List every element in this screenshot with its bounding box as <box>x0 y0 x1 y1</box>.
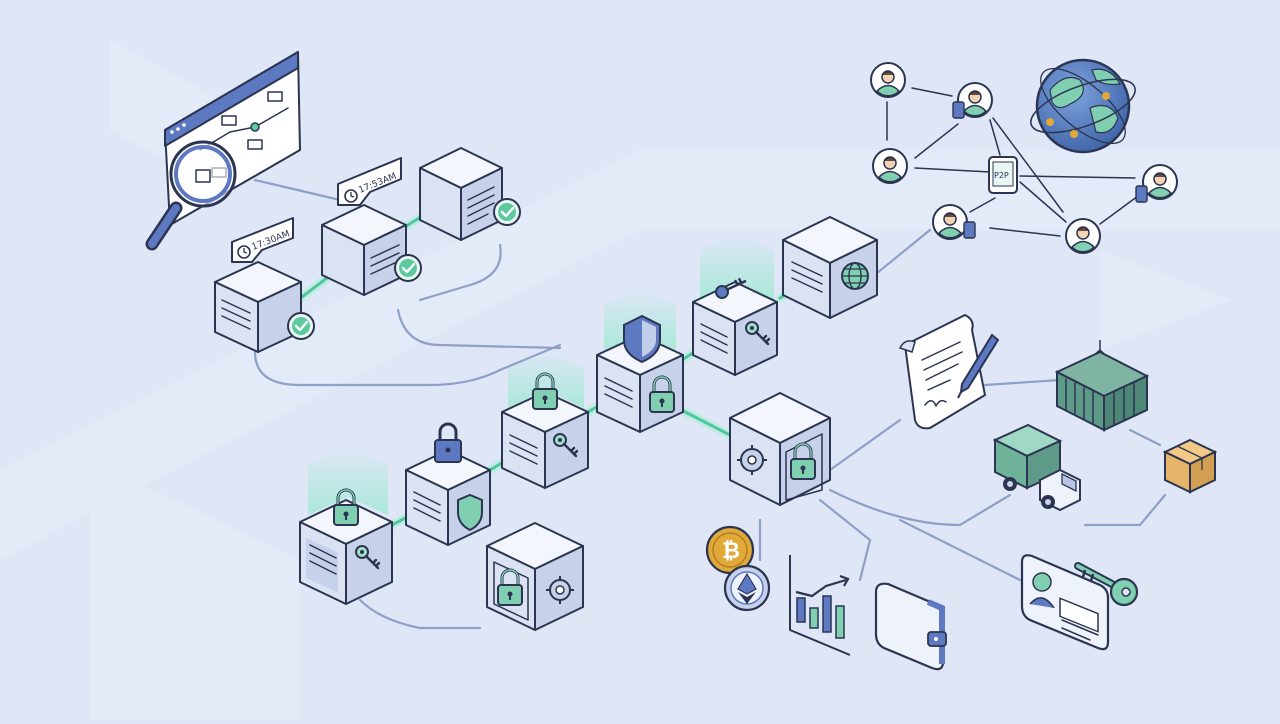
shield-cube <box>405 422 491 546</box>
contract-icon <box>898 313 987 430</box>
padlock-icon <box>434 422 462 463</box>
clock-icon <box>344 189 358 203</box>
clock-icon <box>237 245 251 259</box>
vault-cube-2 <box>729 392 831 506</box>
key-cube <box>692 233 778 376</box>
ethereum-icon <box>723 564 771 612</box>
person-icon <box>1142 164 1178 200</box>
globe-icon <box>841 262 869 290</box>
gear-icon <box>546 576 574 604</box>
tablet-icon <box>1135 185 1148 203</box>
globe-icon <box>1030 58 1136 154</box>
lock-cube-2 <box>501 350 589 489</box>
checkmark-icon <box>286 311 316 341</box>
document-block <box>419 147 522 241</box>
key-icon <box>1074 562 1139 607</box>
tablet-icon <box>963 221 976 239</box>
shield-icon <box>457 493 483 532</box>
time-badge-1: 17:30AM <box>231 217 294 263</box>
vault-cube-1 <box>486 522 584 631</box>
network-connectors <box>253 178 1167 630</box>
shield-lock-cube <box>596 288 684 433</box>
pen-icon <box>957 333 1000 399</box>
person-icon <box>1065 218 1101 254</box>
timestamp-block-1 <box>214 261 316 353</box>
tablet-icon <box>952 101 965 119</box>
globe-cube <box>782 216 878 319</box>
svg-text:₿: ₿ <box>722 539 740 564</box>
p2p-network: P2P <box>870 62 1178 254</box>
timestamp-block-2 <box>321 204 423 296</box>
key-icon <box>715 277 747 299</box>
tablet-icon: P2P <box>988 156 1018 194</box>
wallet-icon <box>874 582 947 671</box>
person-icon <box>870 62 906 98</box>
time-badge-2: 17:53AM <box>337 157 402 206</box>
checkmark-icon <box>393 253 423 283</box>
shield-icon <box>623 314 661 364</box>
person-icon <box>932 204 968 240</box>
lock-cube-1 <box>299 447 393 605</box>
package-icon <box>1162 438 1218 494</box>
truck-icon <box>992 423 1081 512</box>
bar-chart-icon <box>789 555 851 656</box>
shipping-container-icon <box>1054 340 1150 432</box>
checkmark-icon <box>492 197 522 227</box>
person-icon <box>872 148 908 184</box>
p2p-label: P2P <box>994 171 1009 180</box>
id-card-icon <box>1020 554 1110 651</box>
magnifier-icon <box>145 140 237 251</box>
gear-icon <box>737 445 767 475</box>
